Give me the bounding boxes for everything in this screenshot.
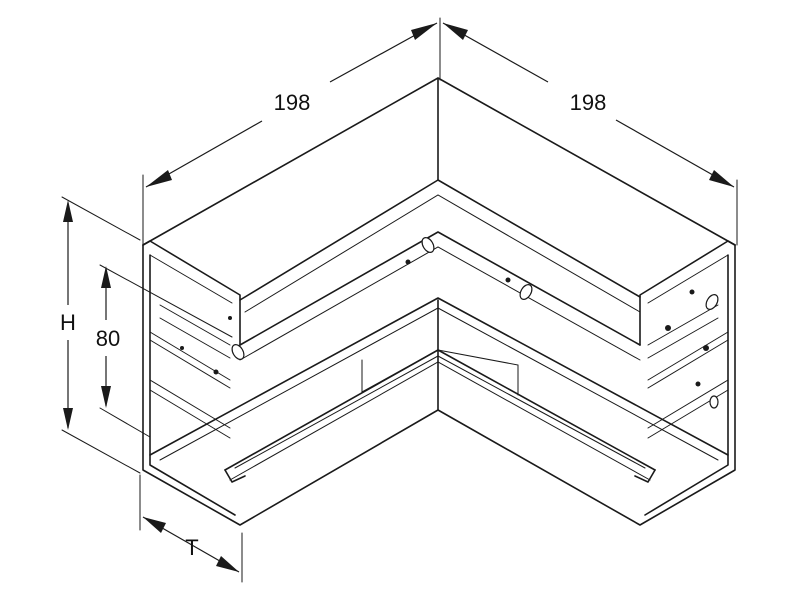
dimension-label-width-left: 198 — [274, 90, 311, 115]
dimension-label-width-right: 198 — [570, 90, 607, 115]
dimension-label-inner-height: 80 — [96, 326, 120, 351]
corner-duct-body — [142, 77, 736, 526]
dimension-label-height: H — [60, 310, 76, 335]
dimension-label-depth: T — [185, 535, 198, 560]
dimension-lines — [61, 17, 738, 583]
